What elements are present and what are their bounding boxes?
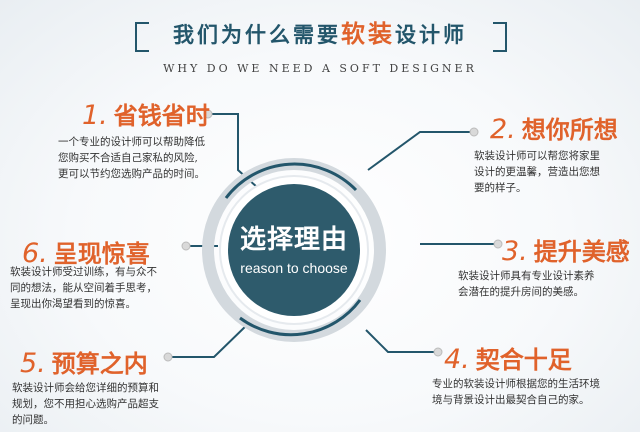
reason-6-number: 6.	[22, 238, 48, 269]
title-bracket-left	[135, 22, 149, 52]
outer-ring-accent-2	[239, 299, 362, 337]
reason-2-title: 想你所想	[521, 116, 618, 144]
center-subtitle: reason to choose	[240, 260, 348, 276]
outer-ring-accent	[224, 162, 358, 199]
page-subtitle: WHY DO WE NEED A SOFT DESIGNER	[163, 62, 477, 75]
center-title: 选择理由	[239, 225, 348, 255]
connector-2	[367, 131, 474, 171]
reason-4-number: 4.	[444, 344, 470, 375]
reason-3-desc: 软装设计师具有专业设计素养 会潜在的提升房间的美感。	[458, 270, 595, 298]
reason-3-heading: 3.提升美感	[502, 232, 630, 267]
center-circle	[228, 184, 360, 316]
reason-2-number: 2.	[490, 114, 516, 145]
reason-6-desc: 软装设计师受过训练，有与众不 同的想法，能从空间着手思考， 呈现出你渴望看到的惊…	[10, 266, 157, 310]
connector-4	[365, 329, 438, 353]
reason-4-desc: 专业的软装设计师根据您的生活环境 境与背景设计出最契合自己的家。	[432, 378, 600, 406]
reason-4-title: 契合十足	[475, 346, 572, 374]
title-highlight: 软装	[341, 20, 395, 48]
reason-4-heading: 4.契合十足	[444, 340, 572, 375]
reason-5-number: 5.	[20, 348, 46, 379]
reason-2-desc: 软装设计师可以帮您将家里 设计的更温馨，营造出您想 要的样子。	[474, 150, 600, 194]
reason-1-number: 1.	[82, 100, 108, 131]
title-bracket-right	[493, 22, 507, 52]
reason-6-heading: 6.呈现惊喜	[22, 234, 150, 269]
title-text-1: 我们为什么需要	[173, 23, 341, 47]
page-title: 我们为什么需要软装设计师	[0, 14, 640, 49]
reason-1-heading: 1.省钱省时	[82, 96, 210, 131]
reason-6-title: 呈现惊喜	[53, 240, 150, 268]
reason-5-heading: 5.预算之内	[20, 344, 148, 379]
reason-1-desc: 一个专业的设计师可以帮助降低 您购买不合适自己家私的风险, 更可以节约您选购产品…	[58, 136, 205, 180]
reason-3-title: 提升美感	[533, 238, 630, 266]
reason-5-desc: 软装设计师会给您详细的预算和 规划，您不用担心选购产品超支 的问题。	[12, 382, 159, 426]
connector-5	[168, 321, 251, 358]
reason-3-number: 3.	[502, 236, 528, 267]
reason-1-title: 省钱省时	[113, 102, 210, 130]
title-text-2: 设计师	[395, 23, 467, 47]
reason-5-title: 预算之内	[51, 350, 148, 378]
reason-2-heading: 2.想你所想	[490, 110, 618, 145]
